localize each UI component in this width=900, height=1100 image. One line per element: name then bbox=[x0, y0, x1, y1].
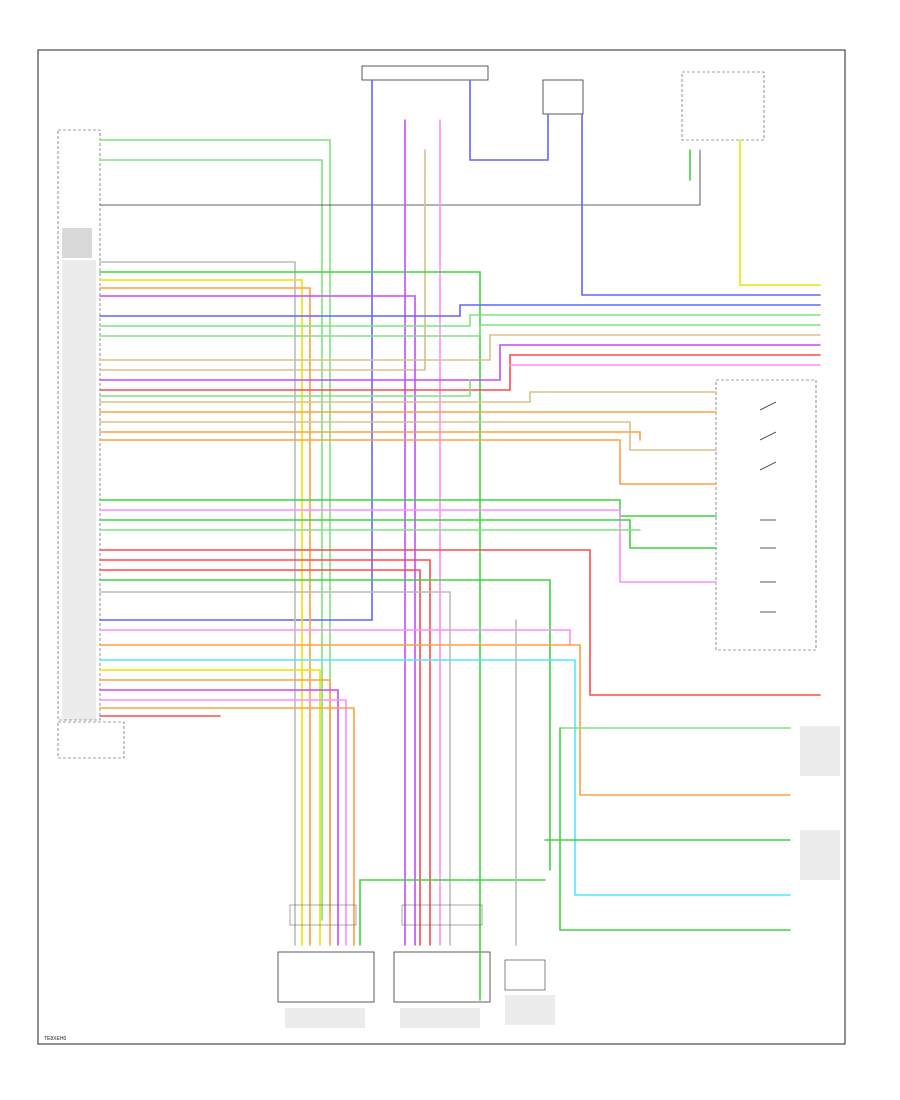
wire-violet-33 bbox=[99, 689, 339, 946]
wire-lt-blue-30 bbox=[99, 659, 791, 896]
wire-green-40 bbox=[359, 879, 546, 946]
wire-orange-17 bbox=[99, 431, 641, 441]
wire-pink-28 bbox=[99, 629, 571, 646]
fuse-box-top-right bbox=[681, 71, 765, 141]
wire-orange-32 bbox=[99, 679, 331, 946]
recirc-motor-pins bbox=[401, 904, 483, 926]
wire-blue-main bbox=[581, 114, 821, 296]
wire-green-2 bbox=[99, 271, 481, 1001]
label-block-bottom-2 bbox=[400, 1008, 480, 1028]
wire-red-23 bbox=[99, 549, 821, 696]
wire-blue-top bbox=[99, 79, 373, 621]
wire-orange-4 bbox=[99, 287, 311, 946]
recirc-fresh-sensor-box bbox=[715, 379, 817, 651]
wire-pink-34 bbox=[99, 699, 347, 946]
wire-red-11 bbox=[99, 354, 821, 391]
wire-orange-18 bbox=[99, 439, 717, 485]
wire-pink-20 bbox=[99, 509, 717, 583]
wire-yellow-right bbox=[739, 139, 821, 286]
wire-green-21 bbox=[99, 519, 717, 549]
wire-lt-green-8 bbox=[99, 324, 821, 337]
blower-motor-relay-box bbox=[542, 79, 584, 115]
climate-control-unit-outline bbox=[57, 129, 101, 721]
wire-red-25 bbox=[99, 569, 421, 946]
wire-tan-16 bbox=[99, 421, 717, 451]
label-block-right-1 bbox=[800, 726, 840, 776]
wire-green-26 bbox=[99, 579, 551, 871]
label-block-left-column bbox=[62, 260, 96, 720]
wire-gray-27 bbox=[99, 591, 451, 946]
sun-sensor-box bbox=[57, 721, 125, 759]
wire-blue-relay bbox=[469, 79, 549, 161]
diagram-border bbox=[37, 49, 846, 1045]
wire-tan-9 bbox=[99, 334, 821, 361]
wire-blue-6 bbox=[99, 304, 821, 317]
wire-tan-14 bbox=[99, 391, 717, 403]
wire-violet-10 bbox=[99, 344, 821, 381]
wire-lt-green-13 bbox=[99, 379, 471, 397]
mode-motor-pins bbox=[289, 904, 357, 926]
label-block-bottom-3 bbox=[505, 995, 555, 1025]
label-block-top-left bbox=[62, 228, 92, 258]
wire-black-ground bbox=[99, 149, 701, 206]
wire-violet-5 bbox=[99, 295, 416, 946]
wire-yellow-31 bbox=[99, 669, 321, 946]
wire-green-38 bbox=[559, 727, 791, 931]
wire-lt-green-7 bbox=[99, 314, 821, 327]
wire-tan-top bbox=[99, 149, 426, 371]
wire-green-19 bbox=[99, 499, 717, 517]
top-connector-1 bbox=[361, 65, 489, 81]
wire-lt-green-1 bbox=[99, 139, 331, 916]
evaporator-temp-sensor-body bbox=[504, 959, 546, 991]
label-block-right-2 bbox=[800, 830, 840, 880]
recirc-control-motor-connector bbox=[393, 951, 491, 1003]
wire-gray-1 bbox=[99, 261, 296, 946]
wire-orange-35 bbox=[99, 707, 355, 946]
wire-orange-29 bbox=[99, 644, 791, 796]
wire-yellow-3 bbox=[99, 279, 303, 946]
mode-control-motor-connector bbox=[277, 951, 375, 1003]
wire-pink-24 bbox=[99, 559, 431, 946]
figure-id: TE8XEH0 bbox=[44, 1036, 67, 1042]
wire-lt-green-2 bbox=[99, 159, 323, 921]
label-block-bottom-1 bbox=[285, 1008, 365, 1028]
